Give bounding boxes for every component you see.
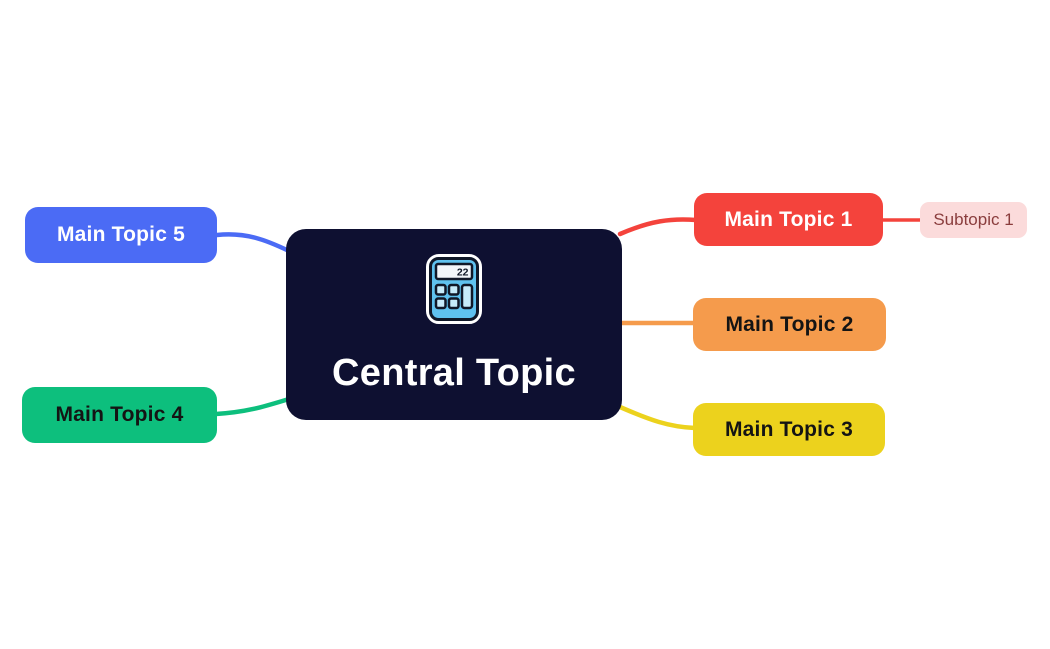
subtopic-1-label: Subtopic 1 xyxy=(933,210,1014,229)
subtopic-1-node[interactable]: Subtopic 1 xyxy=(920,202,1027,238)
connector-main-topic-4 xyxy=(213,396,292,417)
connector-main-topic-5 xyxy=(214,232,292,254)
main-topic-5-node[interactable]: Main Topic 5 xyxy=(25,207,217,263)
central-topic-node[interactable]: 22 Central Topic xyxy=(286,229,622,420)
calculator-icon: 22 xyxy=(426,254,482,324)
main-topic-4-node[interactable]: Main Topic 4 xyxy=(22,387,217,443)
main-topic-2-node[interactable]: Main Topic 2 xyxy=(693,298,886,351)
main-topic-4-label: Main Topic 4 xyxy=(55,403,184,426)
connector-main-topic-3 xyxy=(617,404,698,431)
connector-main-topic-1 xyxy=(617,217,699,237)
main-topic-1-label: Main Topic 1 xyxy=(724,207,853,231)
central-topic-label: Central Topic xyxy=(332,352,576,394)
main-topic-5-label: Main Topic 5 xyxy=(56,223,186,246)
main-topic-1-node[interactable]: Main Topic 1 xyxy=(694,193,883,246)
main-topic-3-node[interactable]: Main Topic 3 xyxy=(693,403,885,456)
main-topic-3-label: Main Topic 3 xyxy=(724,417,854,441)
calculator-display-value: 22 xyxy=(457,267,469,279)
calculator-display xyxy=(434,262,474,281)
main-topic-2-label: Main Topic 2 xyxy=(725,312,854,336)
